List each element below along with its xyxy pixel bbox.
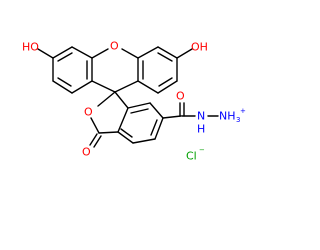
lactone-ring xyxy=(90,91,129,134)
right-benzene-ring xyxy=(137,46,178,94)
ho-label-left: HO xyxy=(22,41,39,54)
ammonium-charge: + xyxy=(240,107,246,115)
ammonium-nh-label: NH xyxy=(219,110,236,123)
carbohydrazide-chain xyxy=(162,102,219,119)
chloride-charge: − xyxy=(199,146,205,154)
oh-label-right: OH xyxy=(191,41,208,54)
amide-oxygen-label: O xyxy=(176,90,185,103)
lactone-carbonyl xyxy=(89,133,102,148)
structure-canvas: HO OH O O O O N H NH 3 + Cl − xyxy=(22,40,246,163)
chloride-symbol: Cl xyxy=(186,150,197,163)
ammonium-subscript: 3 xyxy=(236,116,240,124)
atom-labels: HO OH O O O O N H NH 3 + Cl − xyxy=(22,40,246,163)
lactone-oxygen-label: O xyxy=(84,106,93,119)
hydrazide-n-label: N xyxy=(197,110,205,123)
lower-benzene-ring xyxy=(117,102,164,144)
molecule-drawing: HO OH O O O O N H NH 3 + Cl − xyxy=(22,40,246,163)
bridge-oxygen-label: O xyxy=(110,40,119,53)
pyran-ring xyxy=(91,48,139,93)
chloride-label: Cl − xyxy=(186,146,205,163)
ammonium-label: NH 3 + xyxy=(219,107,246,124)
keto-oxygen-label: O xyxy=(82,146,91,159)
hydrazide-h-label: H xyxy=(197,123,205,136)
ho-bond-left xyxy=(37,48,54,59)
left-benzene-ring xyxy=(52,46,93,94)
hydrazide-nh-label: N H xyxy=(197,110,205,136)
oh-bond-right xyxy=(176,48,193,59)
